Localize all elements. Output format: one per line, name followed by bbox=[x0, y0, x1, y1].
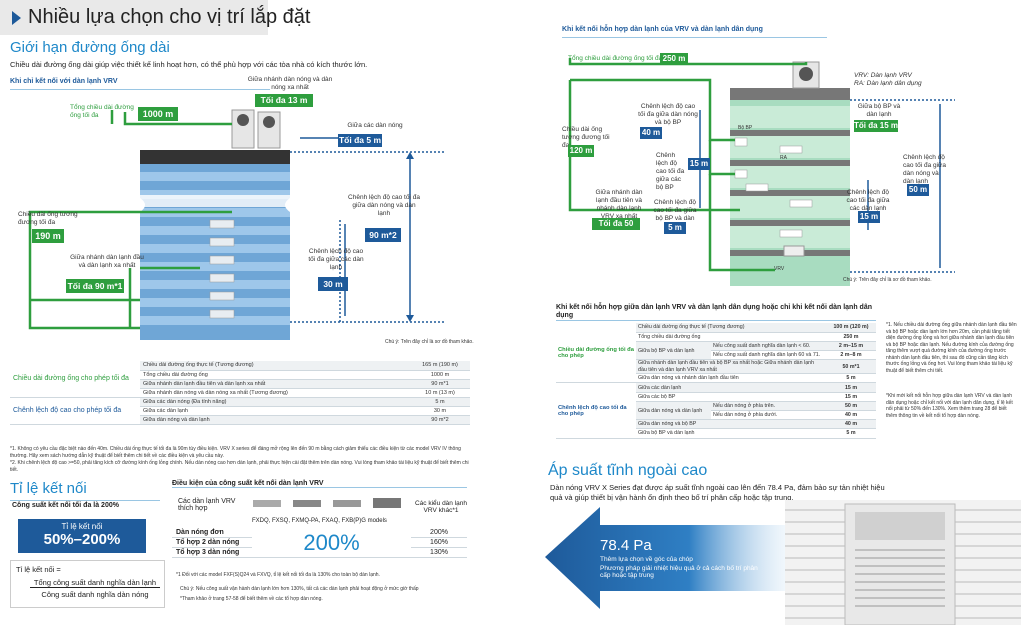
page-title: Nhiều lựa chọn cho vị trí lắp đặt bbox=[28, 6, 311, 28]
outdoor-units-illustration bbox=[231, 109, 281, 149]
mixed-right50-label: Chênh lệch độ cao tối đa giữa dàn nóng v… bbox=[903, 154, 947, 185]
mixed-table-title: Khi kết nối hỗn hợp giữa dàn lạnh VRV và… bbox=[556, 304, 876, 321]
mixed-total-label: Tổng chiều dài đường ống tối đa bbox=[568, 55, 663, 62]
ratio-box-label: Tỉ lệ kết nối bbox=[61, 522, 103, 531]
indoor-models-illustration bbox=[253, 498, 401, 508]
ratio-box-value: 50%–200% bbox=[43, 531, 121, 548]
pipe-section-title: Giới hạn đường ống dài bbox=[10, 39, 170, 56]
pipe-diagram bbox=[28, 109, 445, 340]
bp-tag: Bộ BP bbox=[738, 125, 753, 131]
cond-col1: Các dàn lạnh VRV thích hợp bbox=[178, 498, 236, 512]
indoor-height-value: 30 m bbox=[318, 277, 348, 291]
outdoor-unit-photo bbox=[785, 500, 1021, 625]
mixed-bp-label: Giữa bộ BP và dàn lạnh bbox=[857, 103, 901, 118]
formula-label: Tỉ lệ kết nối = bbox=[16, 565, 61, 574]
mixed-equiv-value: 120 m bbox=[568, 145, 594, 157]
height-lines bbox=[290, 151, 445, 323]
height-diff-label: Chênh lệch độ cao tối đa giữa dàn nóng v… bbox=[348, 194, 420, 217]
mixed-equiv-label: Chiều dài ống tương đương tối đa bbox=[562, 126, 610, 149]
mixed-branch-value: Tối đa 50 m*1 bbox=[592, 218, 640, 240]
mixed-total-value: 250 m bbox=[660, 53, 688, 65]
pressure-arrow bbox=[545, 507, 785, 609]
pressure-bullet-1: Thêm lựa chọn về góc của chóp bbox=[600, 556, 693, 563]
ra-tag: RA bbox=[780, 155, 787, 161]
mixed-ra15-value: 15 m bbox=[858, 211, 880, 223]
outdoor-branch-value: Tối đa 13 m bbox=[255, 94, 313, 107]
mixed-bp-value: Tối đa 15 m bbox=[854, 120, 899, 132]
indoor-height-label: Chênh lệch độ cao tối đa giữa các dàn lạ… bbox=[308, 248, 364, 271]
pressure-bullet-2: Phương pháp giải nhiệt hiệu quả ở cả các… bbox=[600, 565, 758, 579]
indoor-units-illustration bbox=[209, 219, 235, 319]
formula-numerator: Tổng công suất danh nghĩa dàn lạnh bbox=[30, 578, 160, 588]
pressure-title: Áp suất tĩnh ngoài cao bbox=[548, 462, 708, 479]
mixed-note: Chú ý: Trên đây chỉ là sơ đồ tham khảo. bbox=[843, 277, 932, 283]
mixed-ra15-label: Chênh lệch độ cao tối đa giữa các dàn lạ… bbox=[846, 189, 890, 212]
legend-ra: RA: Dàn lạnh dân dụng bbox=[854, 80, 922, 87]
header-triangle-icon bbox=[12, 11, 21, 25]
total-length-value: 1000 m bbox=[138, 107, 178, 121]
mixed-h40-label: Chênh lệch độ cao tối đa giữa dàn nóng v… bbox=[638, 103, 698, 126]
ratio-title: Tỉ lệ kết nối bbox=[10, 480, 87, 497]
pressure-value: 78.4 Pa bbox=[600, 537, 652, 554]
mixed-h40-value: 40 m bbox=[640, 127, 662, 139]
cond-models: FXDQ, FXSQ, FXMQ-PA, FXAQ, FXB(P)G model… bbox=[252, 518, 387, 524]
ratio-capacity: Công suất kết nối tối đa là 200% bbox=[12, 502, 119, 509]
between-outdoor-label: Giữa các dàn nóng bbox=[347, 122, 403, 129]
ratio-big-value: 200% bbox=[252, 528, 411, 558]
pipe-subheader: Khi chỉ kết nối với dàn lạnh VRV bbox=[10, 78, 270, 90]
between-outdoor-value: Tối đa 5 m bbox=[338, 134, 382, 147]
formula-denominator: Công suất danh nghĩa dàn nóng bbox=[41, 590, 149, 599]
equiv-length-value: 190 m bbox=[32, 229, 64, 243]
ratio-note-3: *Tham khảo ở trang 57-58 để biết thêm về… bbox=[180, 596, 323, 602]
mixed-diagram bbox=[568, 58, 955, 286]
mixed-header: Khi kết nối hỗn hợp dàn lạnh của VRV và … bbox=[562, 26, 827, 38]
ratio-note-2: Chú ý: Nếu công suất vận hành dàn lạnh l… bbox=[180, 586, 419, 592]
mixed-branch-label: Giữa nhánh dàn lạnh đầu tiên và nhánh dà… bbox=[595, 189, 643, 220]
vrv-tag: VRV bbox=[774, 266, 785, 272]
mixed-right50-value: 50 m bbox=[907, 184, 929, 196]
height-diff-value: 90 m*2 bbox=[365, 228, 401, 242]
indoor-branch-label: Giữa nhánh dàn lạnh đầu và dàn lạnh xa n… bbox=[70, 254, 144, 269]
pipe-footnote-2: *2. Khi chênh lệch độ cao >=50, phải tăn… bbox=[10, 460, 469, 473]
equiv-length-label: Chiều dài ống tương đương tối đa bbox=[18, 211, 78, 226]
indoor-branch-value: Tối đa 90 m*1 bbox=[66, 279, 124, 293]
pipe-table-group2: Chênh lệch độ cao cho phép tối đa bbox=[10, 397, 140, 425]
legend-vrv: VRV: Dàn lạnh VRV bbox=[854, 72, 912, 79]
outdoor-branch-label: Giữa nhánh dàn nóng và dàn nóng xa nhất bbox=[247, 76, 333, 91]
mixed-bp15-value: 15 m bbox=[688, 158, 710, 170]
pipe-table-group1: Chiều dài đường ống cho phép tối đa bbox=[10, 361, 140, 398]
mixed-bp15-label: Chênh lệch độ cao tối đa giữa các bộ BP bbox=[656, 152, 685, 191]
pipe-intro: Chiều dài đường ống dài giúp việc thiết … bbox=[10, 60, 368, 69]
ratio-box: Tỉ lệ kết nối 50%–200% bbox=[18, 519, 146, 553]
pressure-text: Dàn nóng VRV X Series đạt được áp suất t… bbox=[550, 483, 885, 502]
height-arrows bbox=[300, 137, 411, 318]
total-length-label: Tổng chiều dài đường ống tối đa bbox=[70, 104, 134, 119]
pipe-footnote-1: *1. Không có yêu cầu đặc biệt nào đến 40… bbox=[10, 446, 461, 459]
cond-col3: Các kiểu dàn lạnh VRV khác*1 bbox=[414, 500, 468, 514]
mixed-table-group2: Chênh lệch độ cao tối đa cho phép bbox=[556, 382, 636, 439]
diagram-note: Chú ý: Trên đây chỉ là sơ đồ tham khảo. bbox=[385, 339, 474, 345]
mixed-bpbp-value: 5 m bbox=[664, 222, 686, 234]
mixed-side-note-1: *1. Nếu chiều dài đường ống giữa nhánh d… bbox=[886, 322, 1017, 374]
cond-header: Điều kiện của công suất kết nối dàn lạnh… bbox=[172, 480, 467, 488]
ratio-note-1: *1 Đối với các model FXF(S)Q24 và FXVQ, … bbox=[176, 572, 380, 578]
pipe-lines bbox=[28, 110, 232, 330]
mixed-side-note-2: *Khi mới kết nối hỗn hợp giữa dàn lạnh V… bbox=[886, 393, 1013, 419]
page-header-bar bbox=[0, 0, 268, 35]
mixed-table-group1: Chiều dài đường ống tối đa cho phép bbox=[556, 323, 636, 384]
